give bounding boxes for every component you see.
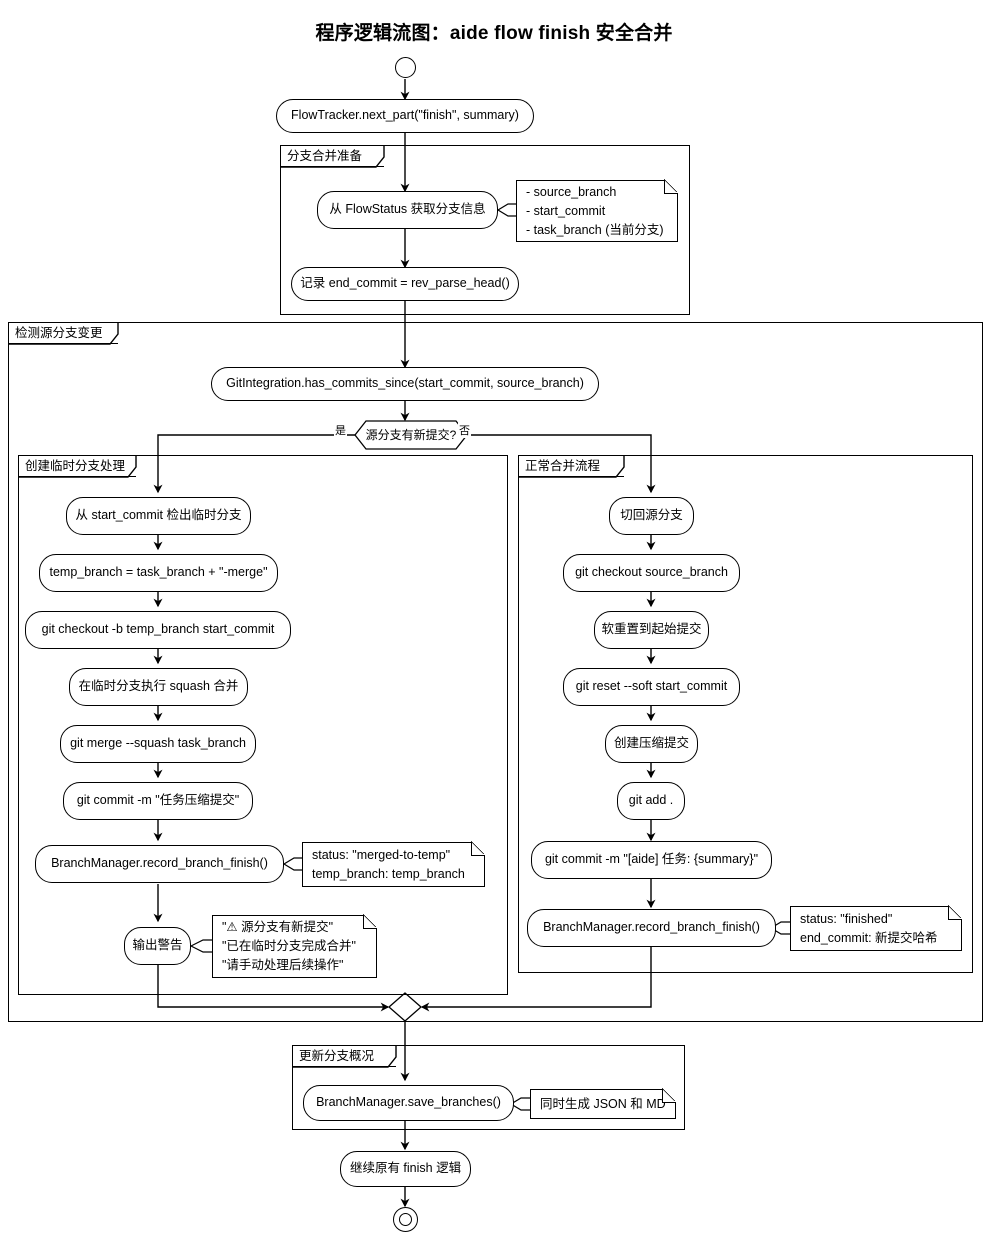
note-line: end_commit: 新提交哈希: [800, 930, 938, 945]
group-normal-merge-flow: [518, 455, 973, 973]
group-detect-changes-label: 检测源分支变更: [12, 325, 105, 342]
group-merge-prep-label: 分支合并准备: [284, 148, 365, 165]
node-get-branch-info[interactable]: 从 FlowStatus 获取分支信息: [317, 191, 498, 229]
note-line: 同时生成 JSON 和 MD: [540, 1096, 666, 1111]
note-fold-icon: [948, 905, 962, 920]
node-git-checkout-source[interactable]: git checkout source_branch: [563, 554, 740, 592]
note-fold-icon: [471, 841, 485, 856]
note-line: - source_branch: [526, 184, 617, 199]
start-circle: [395, 57, 416, 78]
note-branch-info: - source_branch - start_commit - task_br…: [516, 179, 678, 242]
node-record-branch-finish-normal[interactable]: BranchManager.record_branch_finish(): [527, 909, 776, 947]
note-fold-icon: [363, 914, 377, 929]
note-merged-to-temp: status: "merged-to-temp" temp_branch: te…: [302, 841, 485, 887]
node-squash-on-temp[interactable]: 在临时分支执行 squash 合并: [69, 668, 248, 706]
note-finished-status: status: "finished" end_commit: 新提交哈希: [790, 905, 962, 951]
node-soft-reset-to-start[interactable]: 软重置到起始提交: [594, 611, 709, 649]
edge-label-no: 否: [458, 422, 471, 438]
node-has-commits-since[interactable]: GitIntegration.has_commits_since(start_c…: [211, 367, 599, 401]
group-update-overview: [292, 1045, 685, 1130]
note-line: temp_branch: temp_branch: [312, 866, 465, 881]
node-git-merge-squash[interactable]: git merge --squash task_branch: [60, 725, 256, 763]
node-git-reset-soft[interactable]: git reset --soft start_commit: [563, 668, 740, 706]
note-line: "已在临时分支完成合并": [222, 939, 356, 953]
node-checkout-temp-from-start[interactable]: 从 start_commit 检出临时分支: [66, 497, 251, 535]
node-switch-back-source[interactable]: 切回源分支: [609, 497, 694, 535]
node-temp-branch-name[interactable]: temp_branch = task_branch + "-merge": [39, 554, 278, 592]
node-git-commit-aide-msg[interactable]: git commit -m "[aide] 任务: {summary}": [531, 841, 772, 879]
node-output-warning[interactable]: 输出警告: [124, 927, 191, 965]
note-line: - task_branch (当前分支): [526, 222, 664, 237]
note-fold-icon: [662, 1088, 676, 1103]
note-save-branches-output: 同时生成 JSON 和 MD: [530, 1088, 676, 1119]
group-normal-merge-flow-label: 正常合并流程: [522, 458, 603, 475]
note-line: "请手动处理后续操作": [222, 958, 344, 972]
group-merge-prep: [280, 145, 690, 315]
note-fold-icon: [664, 179, 678, 194]
note-line: status: "merged-to-temp": [312, 847, 451, 862]
node-git-add[interactable]: git add .: [617, 782, 685, 820]
note-line: "⚠ 源分支有新提交": [222, 920, 334, 934]
group-update-overview-label: 更新分支概况: [296, 1048, 377, 1065]
node-create-squash-commit[interactable]: 创建压缩提交: [605, 725, 698, 763]
note-line: status: "finished": [800, 911, 893, 926]
note-line: - start_commit: [526, 203, 606, 218]
node-decision-label: 源分支有新提交?: [365, 428, 457, 442]
node-flow-tracker[interactable]: FlowTracker.next_part("finish", summary): [276, 99, 534, 133]
group-detect-changes: [8, 322, 983, 1022]
group-temp-branch-flow: [18, 455, 508, 995]
node-git-checkout-b-temp[interactable]: git checkout -b temp_branch start_commit: [25, 611, 291, 649]
edge-label-yes: 是: [334, 422, 347, 438]
node-git-commit-squash-msg[interactable]: git commit -m "任务压缩提交": [63, 782, 253, 820]
note-warning-messages: "⚠ 源分支有新提交" "已在临时分支完成合并" "请手动处理后续操作": [212, 914, 377, 978]
node-save-branches[interactable]: BranchManager.save_branches(): [303, 1085, 514, 1121]
group-temp-branch-flow-label: 创建临时分支处理: [22, 458, 128, 475]
node-record-end-commit[interactable]: 记录 end_commit = rev_parse_head(): [291, 267, 519, 301]
page-title: 程序逻辑流图：aide flow finish 安全合并: [315, 23, 673, 44]
end-circle-inner: [399, 1213, 412, 1226]
node-record-branch-finish-temp[interactable]: BranchManager.record_branch_finish(): [35, 845, 284, 883]
node-continue-finish[interactable]: 继续原有 finish 逻辑: [340, 1151, 471, 1187]
